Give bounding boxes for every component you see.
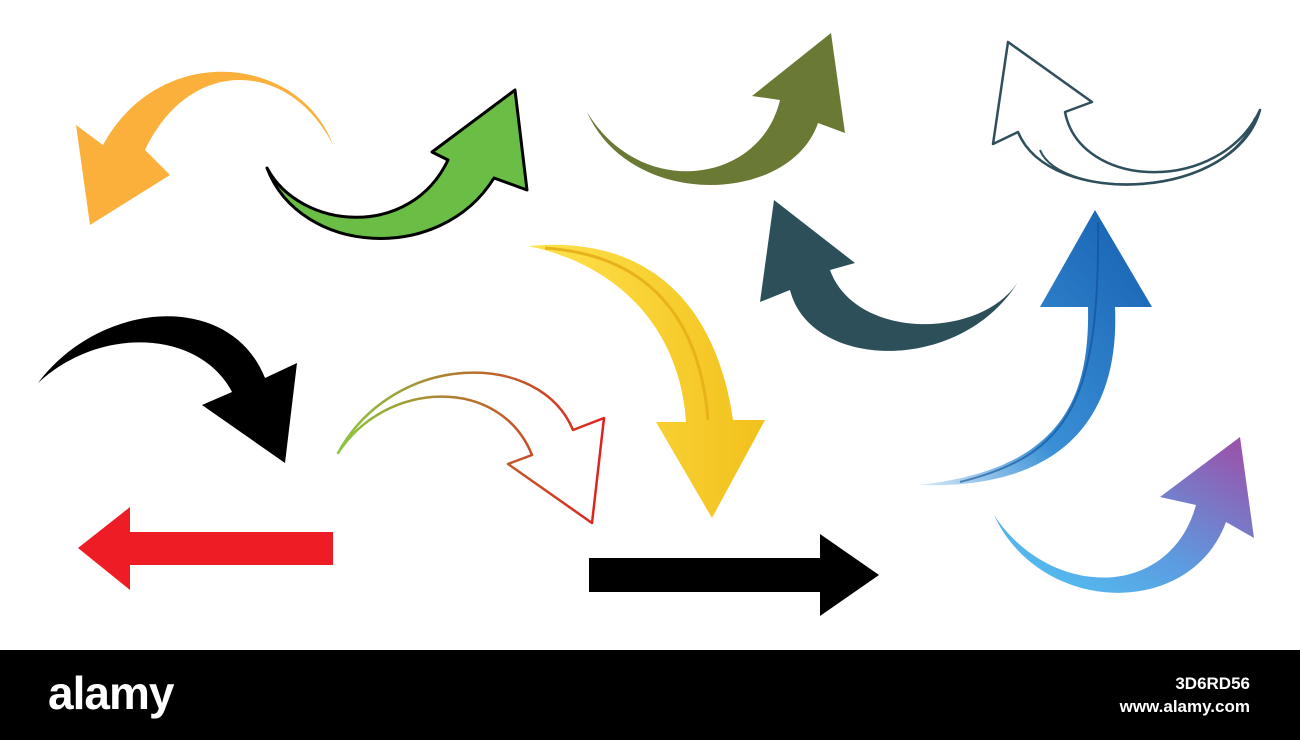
gradient-outline-curved-arrow [336,371,606,525]
yellow-curved-arrow [528,244,765,518]
dark-teal-curved-arrow [760,200,1018,351]
brand-logo: alamy [48,667,174,719]
olive-curved-arrow [587,33,845,186]
image-id-label: 3D6RD56 [1175,674,1250,693]
blue-purple-curved-arrow [994,437,1254,593]
blue-curved-arrow [918,210,1152,486]
outline-curved-arrow [991,40,1262,186]
watermark-bar [0,650,1300,740]
site-url-label: www.alamy.com [1119,697,1250,716]
red-straight-arrow [78,507,333,590]
orange-curved-arrow [76,71,333,225]
black-straight-arrow [589,534,879,616]
green-outlined-curved-arrow [265,88,529,240]
black-curved-arrow [38,316,297,463]
